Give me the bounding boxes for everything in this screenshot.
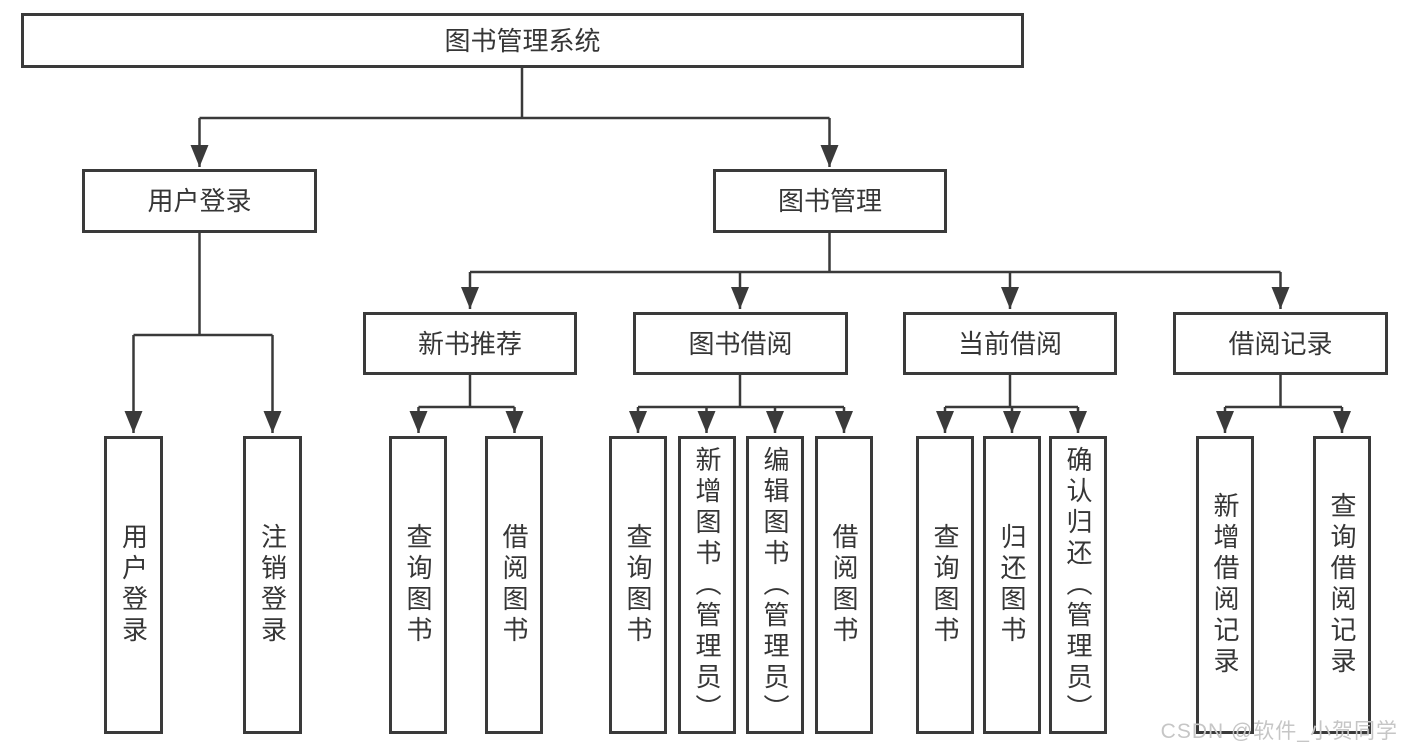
leaf-borrow-books-recommend-label: 借阅图书 xyxy=(499,523,529,647)
node-user-login-branch: 用户登录 xyxy=(82,169,317,233)
node-library-management-system: 图书管理系统 xyxy=(21,13,1024,68)
node-book-management-branch: 图书管理 xyxy=(713,169,947,233)
leaf-query-books-recommend-label: 查询图书 xyxy=(403,523,433,647)
leaf-borrow-book-label: 借阅图书 xyxy=(829,523,859,647)
leaf-add-borrow-record-label: 新增借阅记录 xyxy=(1210,492,1240,678)
leaf-borrow-book: 借阅图书 xyxy=(815,436,873,734)
leaf-user-login-label: 用户登录 xyxy=(118,523,149,647)
node-current-borrowing: 当前借阅 xyxy=(903,312,1117,375)
leaf-confirm-return-admin: 确认归还（管理员） xyxy=(1049,436,1107,734)
leaf-edit-book-admin-label: 编辑图书（管理员） xyxy=(760,445,790,725)
leaf-query-books-current: 查询图书 xyxy=(916,436,974,734)
leaf-add-borrow-record: 新增借阅记录 xyxy=(1196,436,1254,734)
leaf-add-book-admin-label: 新增图书（管理员） xyxy=(692,445,722,725)
leaf-confirm-return-admin-label: 确认归还（管理员） xyxy=(1063,445,1093,725)
leaf-logout-label: 注销登录 xyxy=(257,523,288,647)
leaf-add-book-admin: 新增图书（管理员） xyxy=(678,436,736,734)
leaf-query-borrow-record: 查询借阅记录 xyxy=(1313,436,1371,734)
leaf-query-books-borrow: 查询图书 xyxy=(609,436,667,734)
csdn-watermark: CSDN @软件_小贺同学 xyxy=(1160,720,1398,743)
leaf-borrow-books-recommend: 借阅图书 xyxy=(485,436,543,734)
leaf-query-books-current-label: 查询图书 xyxy=(930,523,960,647)
node-book-borrowing: 图书借阅 xyxy=(633,312,848,375)
leaf-query-books-recommend: 查询图书 xyxy=(389,436,447,734)
node-borrowing-records: 借阅记录 xyxy=(1173,312,1388,375)
leaf-user-login: 用户登录 xyxy=(104,436,163,734)
leaf-return-book-label: 归还图书 xyxy=(997,523,1027,647)
leaf-query-borrow-record-label: 查询借阅记录 xyxy=(1327,492,1357,678)
node-new-book-recommendation: 新书推荐 xyxy=(363,312,577,375)
leaf-logout: 注销登录 xyxy=(243,436,302,734)
leaf-query-books-borrow-label: 查询图书 xyxy=(623,523,653,647)
leaf-edit-book-admin: 编辑图书（管理员） xyxy=(746,436,804,734)
leaf-return-book: 归还图书 xyxy=(983,436,1041,734)
